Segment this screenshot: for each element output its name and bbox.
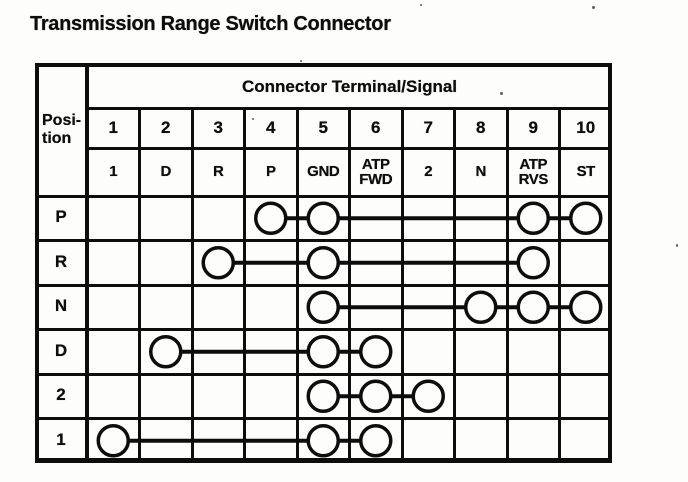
table-border-top [35, 63, 612, 67]
signal-header-4: GND [297, 148, 350, 196]
continuity-circle-R-terminal-5 [306, 246, 340, 280]
signal-header-line: 2 [424, 163, 433, 181]
continuity-circle-1-terminal-1 [96, 424, 130, 458]
grid-line-h [35, 417, 612, 420]
grid-line-v [558, 108, 561, 463]
grid-line-h [35, 328, 612, 331]
position-corner-header: Posi-tion [39, 67, 86, 193]
continuity-circle-D-terminal-6 [359, 335, 393, 369]
grid-line-v [505, 108, 509, 463]
terminal-header-1: 1 [108, 118, 118, 137]
terminal-header-3: 3 [213, 118, 223, 137]
continuity-circle-R-terminal-3 [201, 246, 235, 280]
scan-speck [500, 92, 503, 95]
continuity-circle-N-terminal-8 [464, 290, 498, 324]
signal-header-line: GND [307, 163, 340, 181]
terminal-header-9: 9 [528, 118, 538, 137]
signal-header-6: 2 [402, 148, 455, 196]
grid-line-h [35, 283, 612, 287]
continuity-circle-N-terminal-9 [516, 290, 550, 324]
continuity-circle-D-terminal-5 [306, 335, 340, 369]
signal-header-line: ST [576, 163, 596, 181]
signal-header-line: FWD [359, 171, 393, 188]
signal-header-line: 1 [109, 163, 118, 181]
continuity-circle-2-terminal-5 [306, 379, 340, 413]
signal-header-line: ATP [361, 155, 390, 173]
continuity-circle-P-terminal-9 [516, 201, 550, 235]
table-border-right [608, 63, 612, 463]
signal-header-1: D [140, 148, 193, 196]
scan-speck [676, 244, 678, 247]
continuity-circle-1-terminal-6 [359, 424, 393, 458]
terminal-header-6: 6 [371, 118, 381, 137]
table-border-bottom [35, 458, 612, 463]
grid-line-h [35, 194, 612, 198]
scan-speck [592, 6, 595, 9]
scan-speck [300, 60, 302, 62]
terminal-header-2: 2 [161, 118, 171, 137]
signal-header-line: P [265, 163, 276, 181]
signal-header-2: R [192, 148, 245, 196]
terminal-header-4: 4 [266, 118, 276, 137]
grid-line-v [190, 108, 194, 463]
signal-header-line: N [475, 163, 487, 181]
row-label-R: R [54, 251, 68, 271]
continuity-circle-D-terminal-2 [149, 335, 183, 369]
row-label-P: P [55, 207, 67, 227]
signal-header-3: P [245, 148, 298, 196]
terminal-header-5: 5 [318, 118, 328, 137]
group-header: Connector Terminal/Signal [241, 77, 458, 96]
continuity-circle-R-terminal-9 [516, 246, 550, 280]
terminal-header-10: 10 [576, 118, 596, 137]
continuity-circle-2-terminal-6 [359, 379, 393, 413]
signal-header-line: D [160, 163, 172, 181]
grid-line-v [243, 108, 246, 463]
page-title: Transmission Range Switch Connector [30, 13, 391, 35]
continuity-circle-1-terminal-5 [306, 424, 340, 458]
row-label-D: D [54, 340, 68, 360]
grid-line-v [453, 108, 456, 463]
signal-header-7: N [455, 148, 508, 196]
signal-header-line: R [213, 163, 224, 181]
terminal-header-8: 8 [476, 118, 486, 137]
continuity-circle-N-terminal-10 [569, 290, 603, 324]
row-label-N: N [54, 296, 68, 316]
row-label-1: 1 [56, 429, 66, 449]
continuity-circle-2-terminal-7 [411, 379, 445, 413]
grid-line-h [35, 239, 612, 242]
grid-line-v [85, 63, 89, 463]
continuity-circle-P-terminal-4 [254, 201, 288, 235]
row-label-2: 2 [56, 385, 66, 405]
signal-header-line: RVS [518, 171, 549, 188]
terminal-header-7: 7 [423, 118, 433, 137]
table-border-left [35, 63, 39, 463]
scan-speck [420, 4, 422, 6]
grid-line-v [348, 108, 351, 463]
position-corner-header-line: Posi- [42, 112, 82, 130]
signal-header-0: 1 [87, 148, 140, 196]
continuity-circle-P-terminal-10 [569, 201, 603, 235]
signal-header-9: ST [560, 148, 613, 196]
continuity-circle-P-terminal-5 [306, 201, 340, 235]
connector-continuity-table: Posi-tion Connector Terminal/Signal 1 2 3 4 5 6… [35, 63, 612, 463]
grid-line-h [35, 372, 612, 376]
grid-line-v [295, 108, 299, 463]
grid-line-v [138, 108, 141, 463]
signal-header-line: ATP [519, 155, 548, 173]
scan-speck [252, 118, 254, 120]
position-corner-header-line: tion [42, 130, 72, 147]
grid-line-v [400, 108, 404, 463]
continuity-circle-N-terminal-5 [306, 290, 340, 324]
